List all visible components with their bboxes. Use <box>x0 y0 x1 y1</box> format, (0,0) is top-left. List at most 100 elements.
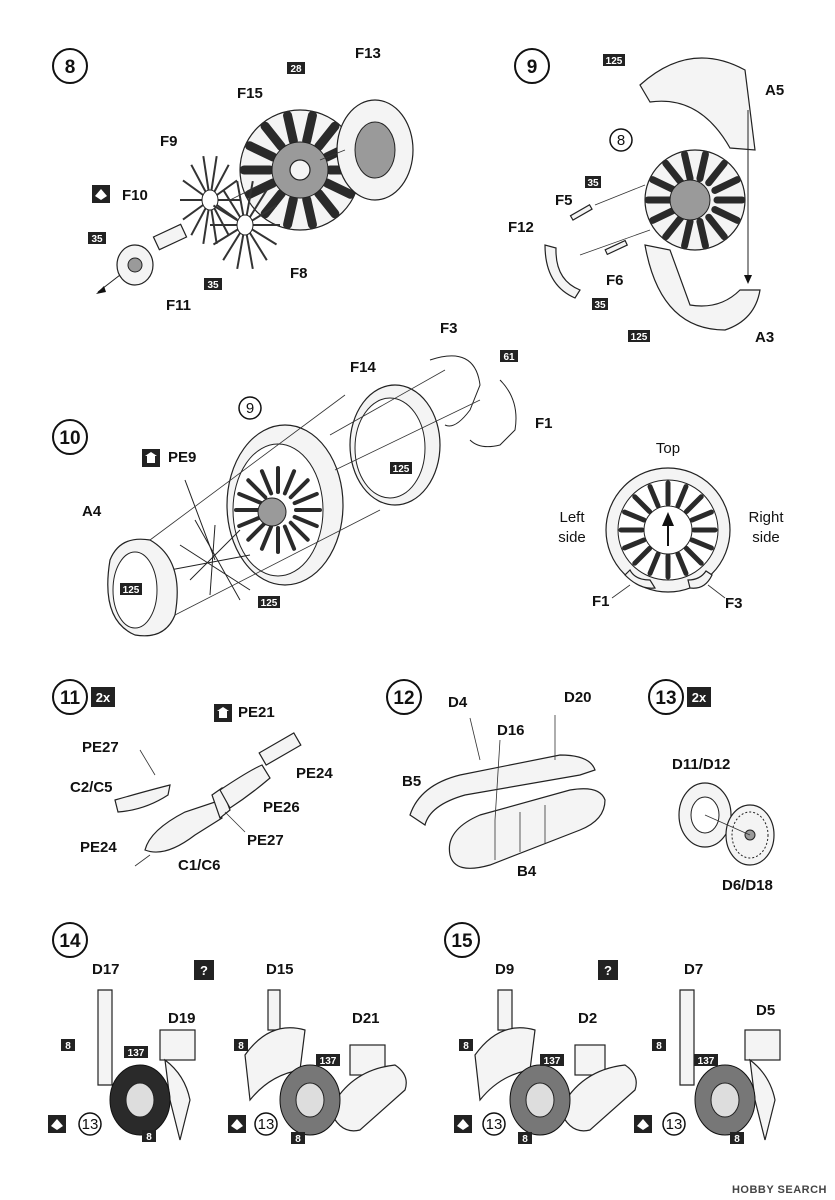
engine-cylinder <box>245 178 278 199</box>
paint-code-badge: 125 <box>390 462 412 475</box>
engine-cylinder <box>632 494 653 515</box>
paint-code-badge: 8 <box>142 1130 156 1143</box>
cowl-a3-drawing <box>644 244 761 331</box>
reference-step-icon <box>48 1115 66 1133</box>
paint-code-badge: 35 <box>585 176 601 189</box>
paint-code-badge: 8 <box>291 1132 305 1145</box>
shaft-f10-drawing <box>152 223 188 251</box>
subassembly-reference: 13 <box>254 1112 278 1136</box>
part-label: F10 <box>122 187 148 204</box>
engine-cylinder <box>260 121 286 152</box>
part-label: D15 <box>266 961 294 978</box>
pin-f5-drawing <box>569 203 593 221</box>
part-label: PE26 <box>263 799 300 816</box>
svg-text:28: 28 <box>290 64 302 75</box>
svg-text:8: 8 <box>463 1041 469 1052</box>
part-label: PE24 <box>296 765 333 782</box>
subassembly-reference: 9 <box>238 396 262 420</box>
landing-gear-drawing <box>679 989 781 1141</box>
part-label: F3 <box>440 320 458 337</box>
part-label: F13 <box>355 45 381 62</box>
engine-cylinder <box>622 509 647 523</box>
engine-cylinder <box>282 524 297 551</box>
paint-code-badge: 137 <box>694 1054 718 1067</box>
svg-text:8: 8 <box>65 1041 71 1052</box>
paint-code-badge: 8 <box>518 1132 532 1145</box>
paint-code-badge: 137 <box>124 1046 148 1059</box>
part-label: C1/C6 <box>178 857 221 874</box>
engine-cylinder <box>288 478 310 500</box>
part-label: D9 <box>495 961 514 978</box>
part-label: D7 <box>684 961 703 978</box>
svg-text:35: 35 <box>594 300 606 311</box>
step-8: 8 F13 F15 F9 F <box>52 45 414 314</box>
engine-cylinder <box>259 524 274 551</box>
engine-cylinder <box>662 213 685 241</box>
engine-cylinder <box>288 520 310 542</box>
paint-code-badge: 61 <box>500 350 518 363</box>
part-label: PE21 <box>238 704 275 721</box>
svg-text:125: 125 <box>393 464 410 475</box>
part-label: B5 <box>402 773 421 790</box>
engine-cylinder <box>647 551 661 576</box>
svg-text:2x: 2x <box>692 690 707 705</box>
step-number: 13 <box>655 688 676 709</box>
part-label: D5 <box>756 1002 775 1019</box>
part-label: D20 <box>564 689 592 706</box>
engine-cylinder <box>675 484 689 509</box>
engine-cylinder <box>246 520 268 542</box>
pushrods-f8-drawing <box>210 180 280 270</box>
photo-etch-icon <box>142 449 160 467</box>
pushrod-hub <box>236 214 254 236</box>
part-label: F14 <box>350 359 377 376</box>
engine-cylinder <box>237 491 264 506</box>
part-label: PE9 <box>168 449 196 466</box>
part-label: A3 <box>755 329 774 346</box>
part-label: F3 <box>725 595 743 612</box>
svg-text:?: ? <box>200 963 208 978</box>
nose-cowl-a4-drawing <box>107 538 178 637</box>
engine-cylinder <box>711 176 741 194</box>
step-14: 14 ? D17 D19 D15 D21 8 137 8 8 <box>48 922 407 1145</box>
engine-cylinder <box>314 188 340 219</box>
svg-text:13: 13 <box>258 1116 275 1133</box>
engine-cylinder <box>283 110 298 146</box>
crankcase-f13-drawing <box>336 99 414 201</box>
reference-step-icon <box>634 1115 652 1133</box>
part-label: PE27 <box>82 739 119 756</box>
reference-step-icon <box>92 185 110 203</box>
orientation-top-label: Top <box>656 440 680 457</box>
watermark: HOBBY SEARCH <box>731 1184 827 1196</box>
landing-gear-drawing <box>474 989 637 1136</box>
engine-cylinder <box>681 217 694 250</box>
exhaust-ring-f12-drawing <box>544 244 581 299</box>
drop-tank-drawing <box>409 754 606 869</box>
paint-code-badge: 8 <box>61 1039 75 1052</box>
landing-gear-drawing <box>244 989 407 1136</box>
engine-cylinder <box>622 537 647 551</box>
engine-cylinder <box>705 159 728 187</box>
engine-cylinder <box>649 206 679 224</box>
engine-cylinder <box>696 217 709 250</box>
paint-code-badge: 8 <box>730 1132 744 1145</box>
paint-code-badge: 125 <box>628 330 650 343</box>
part-label: D2 <box>578 1010 597 1027</box>
multiplier-badge: 2x <box>91 687 115 707</box>
paint-code-badge: 137 <box>316 1054 340 1067</box>
part-label: F1 <box>535 415 553 432</box>
step-10: 10 F3 F14 <box>52 320 784 637</box>
cowl-a5-drawing <box>639 57 756 151</box>
step-15: 15 ? D9 D2 D7 D5 8 137 8 8 137 8 <box>444 922 781 1145</box>
part-label: F12 <box>508 219 534 236</box>
subassembly-reference: 13 <box>78 1112 102 1136</box>
engine-cylinder <box>292 491 319 506</box>
svg-text:2x: 2x <box>96 690 111 705</box>
pushrods-f9-drawing <box>180 155 240 245</box>
paint-code-badge: 8 <box>652 1039 666 1052</box>
engine-cylinder <box>322 178 355 199</box>
svg-text:61: 61 <box>503 352 515 363</box>
engine-cylinder <box>282 469 297 496</box>
